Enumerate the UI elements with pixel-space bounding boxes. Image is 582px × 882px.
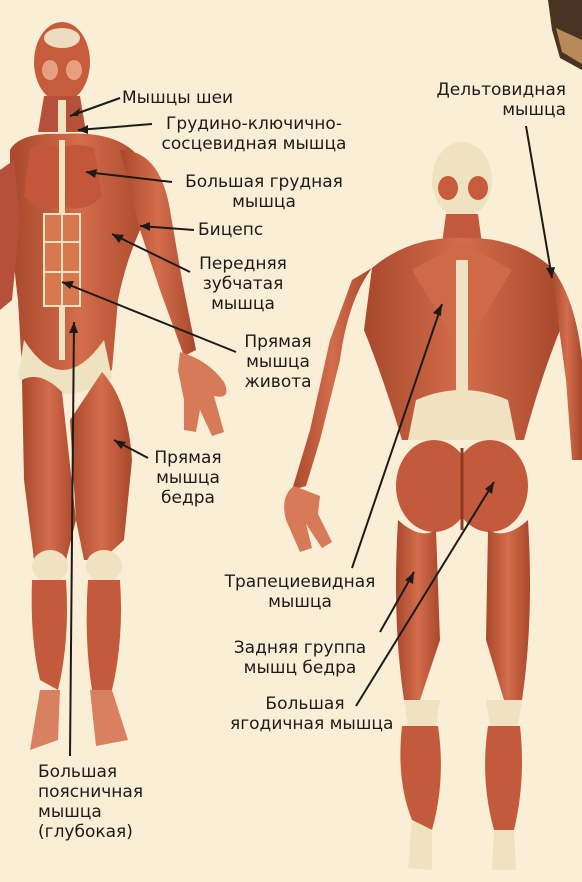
label-text: живота — [238, 372, 318, 392]
back-muscle-figure — [284, 142, 582, 870]
label-text: мышц бедра — [220, 658, 380, 678]
label-rectus-femoris: Прямая мышца бедра — [148, 448, 228, 508]
label-text: Передняя — [196, 254, 290, 274]
label-text: мышца — [196, 294, 290, 314]
label-hamstrings: Задняя группа мышц бедра — [220, 638, 380, 678]
label-deltoid: Дельтовидная мышца — [404, 80, 566, 120]
label-text: мышца — [238, 352, 318, 372]
label-text: мышца — [404, 100, 566, 120]
label-text: Дельтовидная — [404, 80, 566, 100]
label-text: Большая — [230, 694, 380, 714]
label-text: Прямая — [148, 448, 228, 468]
label-text: мышца — [38, 802, 143, 822]
label-text: мышца — [148, 468, 228, 488]
label-rectus-abdominis: Прямая мышца живота — [238, 332, 318, 392]
label-text: поясничная — [38, 782, 143, 802]
label-sternocleidomastoid: Грудино-ключично- сосцевидная мышца — [154, 114, 354, 154]
label-text: (глубокая) — [38, 822, 143, 842]
label-biceps: Бицепс — [198, 220, 263, 240]
label-neck-muscles: Мышцы шеи — [122, 88, 233, 108]
label-serratus-anterior: Передняя зубчатая мышца — [196, 254, 290, 314]
label-trapezius: Трапециевидная мышца — [214, 572, 386, 612]
label-text: Мышцы шеи — [122, 88, 233, 108]
label-text: Грудино-ключично- — [154, 114, 354, 134]
label-psoas-major: Большая поясничная мышца (глубокая) — [38, 762, 143, 842]
leader-sternocleidomastoid — [78, 124, 152, 130]
label-text: бедра — [148, 488, 228, 508]
label-pectoralis-major: Большая грудная мышца — [172, 172, 356, 212]
label-text: мышца — [172, 192, 356, 212]
label-text: ягодичная мышца — [230, 714, 380, 734]
label-text: Большая грудная — [172, 172, 356, 192]
label-text: мышца — [214, 592, 386, 612]
label-text: сосцевидная мышца — [154, 134, 354, 154]
label-gluteus-maximus: Большая ягодичная мышца — [230, 694, 380, 734]
label-text: Задняя группа — [220, 638, 380, 658]
label-text: Бицепс — [198, 220, 263, 240]
label-text: Трапециевидная — [214, 572, 386, 592]
label-text: Большая — [38, 762, 143, 782]
label-text: Прямая — [238, 332, 318, 352]
label-text: зубчатая — [196, 274, 290, 294]
corner-book-fragment — [548, 0, 582, 70]
